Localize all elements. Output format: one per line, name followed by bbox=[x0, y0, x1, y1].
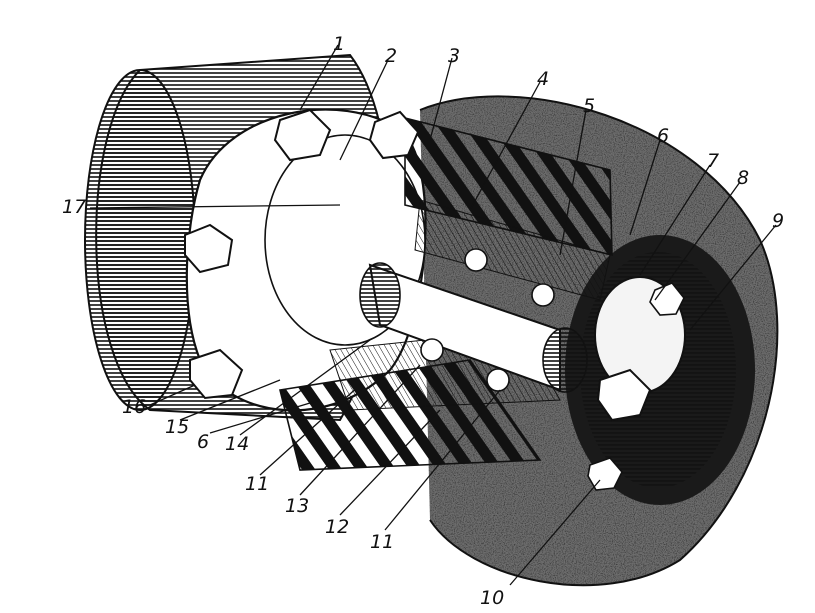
shaft bbox=[359, 262, 588, 393]
callout-6-top: 6 bbox=[657, 125, 669, 147]
callout-labels: 1 2 3 4 5 6 7 8 9 10 11 11 12 13 14 15 1… bbox=[62, 33, 784, 609]
callout-17: 17 bbox=[62, 196, 86, 218]
callout-11-left: 11 bbox=[245, 473, 269, 495]
callout-14: 14 bbox=[225, 433, 249, 455]
bolt-2 bbox=[368, 110, 420, 160]
bolt-3 bbox=[184, 223, 234, 274]
bolt-5 bbox=[596, 368, 652, 422]
bolt-6 bbox=[587, 457, 623, 491]
callout-10: 10 bbox=[480, 587, 504, 609]
leader-lines bbox=[89, 44, 777, 586]
callout-15: 15 bbox=[165, 416, 189, 438]
callout-12: 12 bbox=[325, 516, 349, 538]
callout-7: 7 bbox=[707, 150, 719, 172]
bolt-1 bbox=[273, 108, 332, 162]
callout-9: 9 bbox=[772, 210, 784, 232]
callout-11-right: 11 bbox=[370, 531, 394, 553]
bolt-7 bbox=[649, 282, 685, 316]
callout-6-bottom: 6 bbox=[197, 431, 209, 453]
callout-3: 3 bbox=[448, 45, 460, 67]
callout-2: 2 bbox=[385, 45, 397, 67]
callout-13: 13 bbox=[285, 495, 309, 517]
bolts bbox=[184, 108, 685, 491]
bearing-balls bbox=[420, 248, 555, 392]
callout-1: 1 bbox=[333, 33, 345, 55]
bolt-4 bbox=[189, 348, 244, 400]
callout-5: 5 bbox=[583, 95, 595, 117]
hatched-sections bbox=[279, 116, 613, 471]
callout-16: 16 bbox=[122, 396, 146, 418]
callout-8: 8 bbox=[737, 167, 749, 189]
callout-4: 4 bbox=[537, 68, 549, 90]
